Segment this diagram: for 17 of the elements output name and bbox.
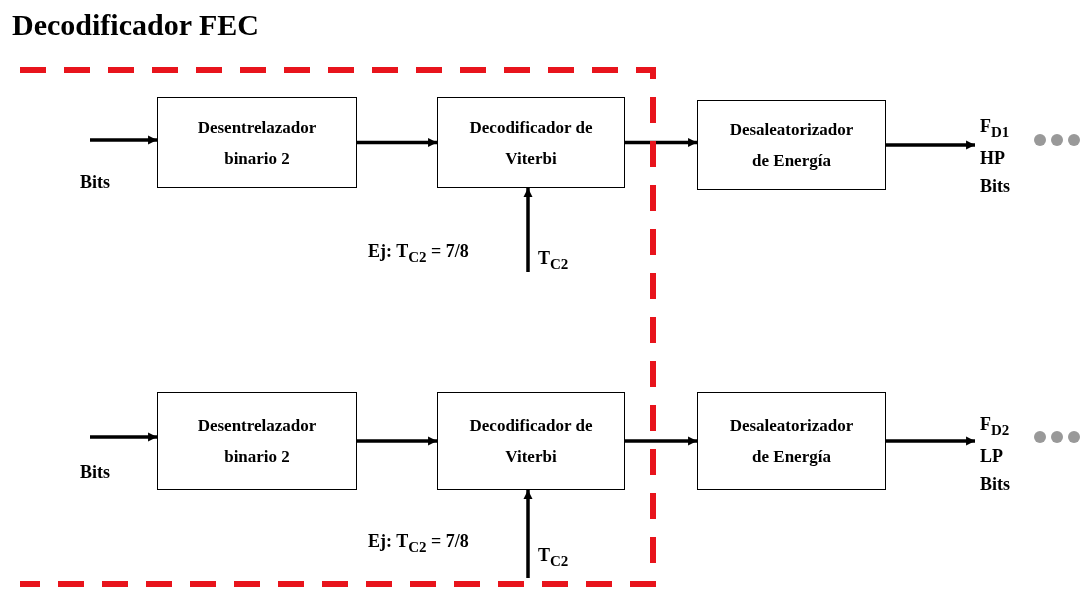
arrow	[625, 138, 698, 147]
process-box: Decodificador de Viterbi	[437, 97, 625, 188]
process-box: Decodificador de Viterbi	[437, 392, 625, 490]
group-title: Decodificador FEC	[12, 8, 259, 42]
arrow	[90, 432, 158, 442]
process-box: Desaleatorizador de Energía	[697, 100, 886, 190]
arrow	[625, 436, 698, 446]
process-box: Desentrelazador binario 2	[157, 392, 357, 490]
process-box: Desentrelazador binario 2	[157, 97, 357, 188]
arrow	[523, 187, 533, 272]
arrow	[90, 135, 158, 145]
arrow	[886, 140, 976, 150]
process-box: Desaleatorizador de Energía	[697, 392, 886, 490]
arrow	[357, 436, 438, 446]
arrow	[886, 436, 976, 446]
arrow	[523, 489, 533, 578]
arrow	[357, 138, 438, 147]
